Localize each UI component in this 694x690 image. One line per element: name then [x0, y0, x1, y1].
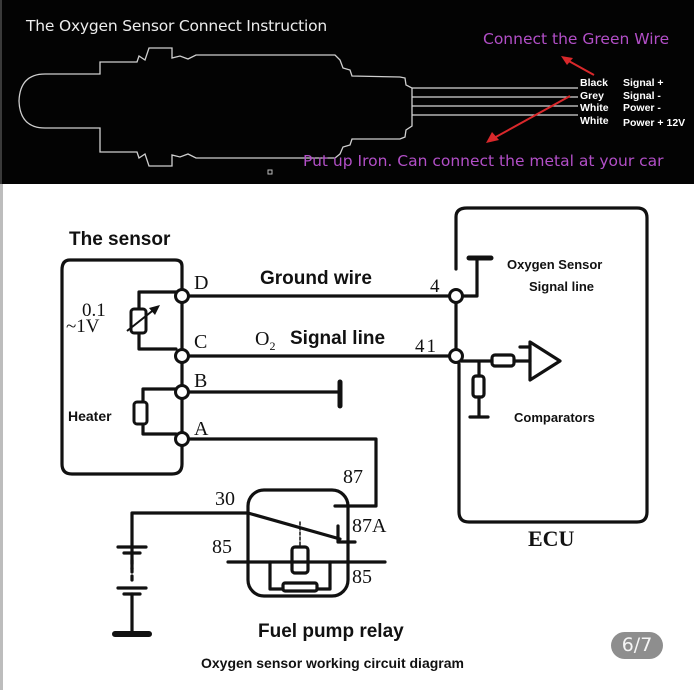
wire-legend-row: White Power -: [580, 102, 685, 115]
wire-legend-row: White Power + 12V: [580, 115, 685, 130]
wire-color: White: [580, 114, 609, 127]
ecu-pin-4-label: 4: [430, 276, 440, 297]
instruction-title: The Oxygen Sensor Connect Instruction: [26, 17, 328, 35]
sensor-enclosure: [60, 258, 184, 476]
o2-subscript: 2: [269, 339, 276, 353]
connect-instruction-panel: [0, 0, 694, 184]
relay-label: Fuel pump relay: [258, 621, 404, 642]
wire-color: White: [580, 102, 609, 114]
comparator-symbol: [528, 340, 562, 382]
wire-legend-row: Black Signal +: [580, 77, 685, 90]
o2-symbol: O: [255, 328, 270, 350]
marker-square: [267, 169, 273, 175]
relay-coil-base: [281, 581, 319, 593]
relay-pin-85-right-label: 85: [352, 566, 372, 588]
variable-arrow: [126, 307, 157, 332]
sensor-body-outline: [18, 47, 413, 167]
ground-wire-label: Ground wire: [260, 268, 372, 289]
sensor-voltage-bottom: ~1V: [66, 316, 100, 337]
ecu-pin-41-label: 41: [415, 336, 438, 357]
panel-edge: [0, 0, 2, 184]
relay-coil-frame: [268, 560, 332, 591]
circuit-diagram: [60, 206, 649, 637]
pin-d-label: D: [194, 272, 209, 294]
pin-c-label: C: [194, 331, 208, 353]
ecu-signal-label-2: Signal line: [529, 279, 595, 294]
pin-d-node: [174, 288, 190, 304]
page-counter-badge: 6/7: [611, 632, 663, 659]
ecu-pin-4-node: [448, 288, 464, 304]
wire-color: Black: [580, 77, 609, 89]
pin-b-node: [174, 384, 190, 400]
ecu-enclosure: [454, 206, 649, 524]
relay-87a-contact: [336, 524, 357, 544]
relay-pin-85-left-label: 85: [212, 536, 232, 558]
relay-pin-30-label: 30: [215, 488, 235, 510]
ecu-pin-41-node: [448, 348, 464, 364]
wire-function: Signal +: [623, 77, 664, 89]
relay-pin-87a-label: 87A: [352, 515, 387, 537]
sensor-voltage-top: 0.1: [82, 300, 106, 321]
heater-resistor: [132, 400, 149, 426]
ecu-label: ECU: [528, 526, 575, 551]
wire-function: Signal -: [623, 89, 661, 102]
green-wire-note: Connect the Green Wire: [483, 30, 670, 48]
wire-color: Grey: [580, 89, 604, 102]
pulldown-resistor: [471, 374, 486, 399]
comparators-label: Comparators: [514, 410, 595, 425]
o2-label: O2: [255, 328, 275, 354]
heater-a-wire: [186, 437, 378, 508]
pin-a-node: [174, 431, 190, 447]
diagram-caption: Oxygen sensor working circuit diagram: [201, 655, 464, 671]
heater-label: Heater: [68, 408, 112, 424]
relay-box: [246, 488, 350, 598]
pin-b-label: B: [194, 370, 208, 392]
arrow-head-green: [561, 56, 573, 65]
image-edge: [0, 184, 3, 690]
iron-note: Put up Iron. Can connect the metal at yo…: [303, 152, 664, 170]
variable-arrow-head: [149, 305, 160, 315]
arrow-head-iron: [486, 132, 499, 143]
arrow-to-iron: [493, 95, 571, 139]
comparator-resistor: [490, 353, 516, 368]
ecu-ground-spur: [459, 258, 479, 298]
arrow-to-green-wire: [566, 59, 595, 76]
wire-function: Power + 12V: [623, 116, 686, 129]
signal-line-label: Signal line: [290, 328, 386, 349]
relay-switch-wire: [130, 511, 342, 571]
wire-legend-row: Grey Signal -: [580, 90, 685, 103]
pin-c-node: [174, 348, 190, 364]
relay-pin-87-label: 87: [343, 466, 363, 488]
pin-a-label: A: [194, 418, 209, 440]
wire-function: Power -: [623, 102, 661, 114]
wire-legend: Black Signal + Grey Signal - White Power…: [580, 77, 685, 129]
ecu-signal-label-1: Oxygen Sensor: [507, 257, 603, 272]
circuit-diagram-area: [0, 184, 694, 690]
sensor-title: The sensor: [69, 229, 171, 250]
sensor-outline-drawing: [18, 47, 595, 175]
relay-coil: [290, 545, 310, 575]
